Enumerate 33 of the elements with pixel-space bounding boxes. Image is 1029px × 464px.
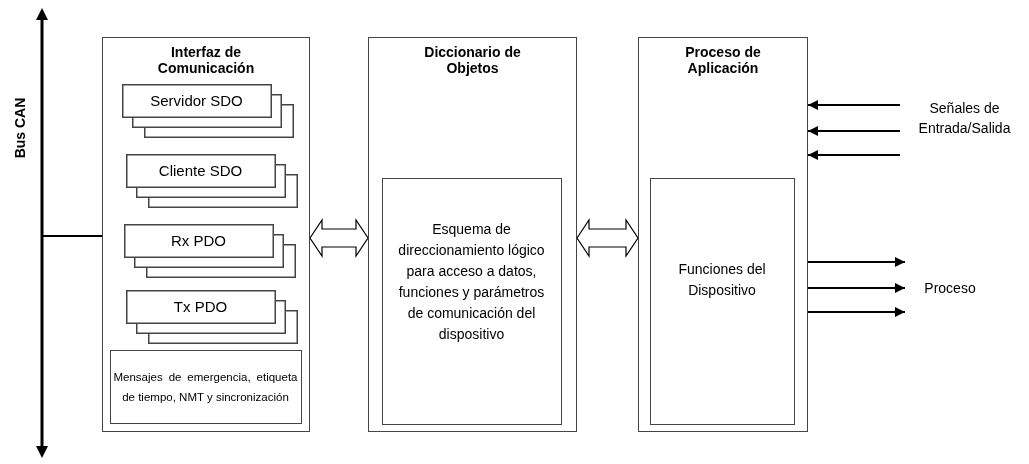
arrow (807, 257, 906, 267)
stacked-object-box (125, 289, 298, 344)
signal-label: Señales de Entrada/Salida (917, 99, 1012, 138)
stacked-object-box (123, 223, 296, 278)
panel-title: Diccionario de Objetos (423, 44, 522, 76)
content-box (109, 349, 302, 424)
panel-title: Proceso de Aplicación (684, 44, 762, 76)
module-panel (368, 37, 577, 432)
arrow (807, 307, 906, 317)
object-label: Rx PDO (170, 230, 227, 251)
stacked-object-box (121, 83, 294, 138)
bus-label: Bus CAN (12, 96, 28, 161)
double-arrow (309, 218, 369, 258)
content-box (649, 177, 795, 425)
panel-title: Interfaz de Comunicación (156, 44, 256, 76)
object-label: Cliente SDO (157, 160, 244, 181)
module-panel (102, 37, 310, 432)
bus-line (36, 8, 48, 458)
content-box (381, 177, 562, 425)
description-text: Esquema de direccionamiento lógico para acceso a datos, funciones y parámetros de comunicación del dispositivo (397, 219, 546, 344)
arrow (807, 283, 906, 293)
double-arrow (576, 218, 639, 258)
signal-label: Proceso (923, 279, 977, 298)
arrow (807, 126, 901, 136)
arrow (807, 150, 901, 160)
arrow (807, 100, 901, 110)
description-text: Mensajes de emergencia, etiqueta de tiempo, NMT y sincronización (113, 369, 298, 405)
stacked-object-box (125, 153, 298, 208)
description-text: Funciones del Dispositivo (677, 259, 767, 300)
object-label: Tx PDO (172, 296, 229, 317)
object-label: Servidor SDO (149, 90, 244, 111)
connector-line (42, 235, 103, 237)
module-panel (638, 37, 808, 432)
